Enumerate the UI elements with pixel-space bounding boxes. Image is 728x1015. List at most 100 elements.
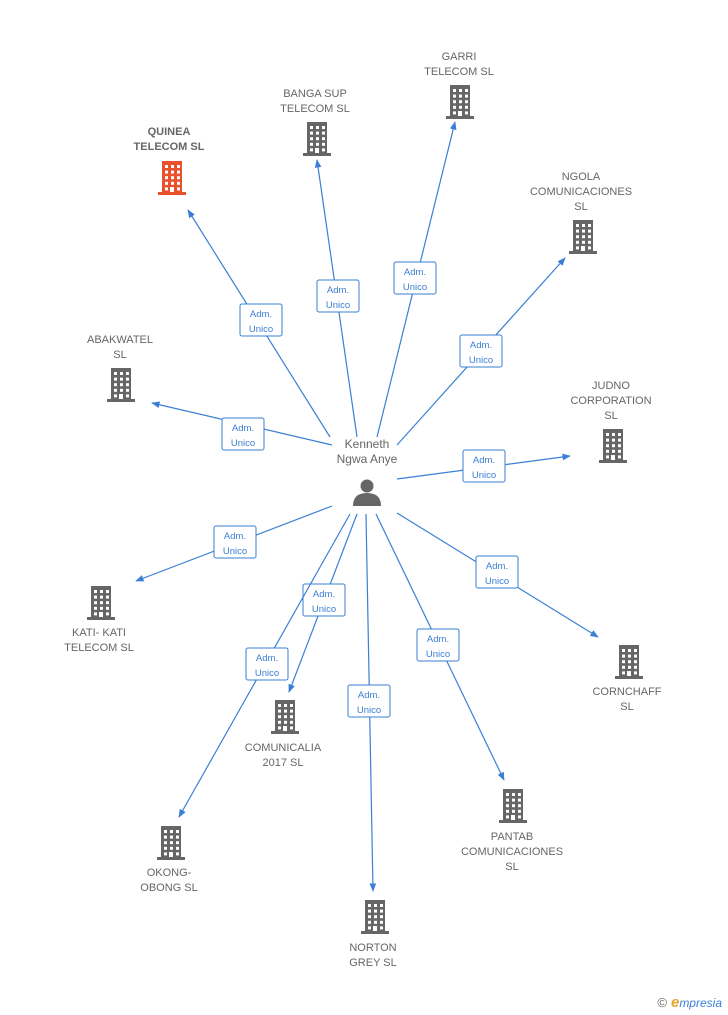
company-name-line: 2017 SL — [263, 757, 304, 769]
company-node-garri[interactable]: GARRI TELECOM SL — [424, 51, 494, 119]
edge-label-text: Unico — [312, 604, 336, 615]
edge-quinea: Adm. Unico — [187, 209, 331, 438]
edge-label-text: Unico — [357, 705, 381, 716]
edge-label-kati[interactable]: Adm.Unico — [213, 525, 257, 559]
building-icon — [446, 85, 474, 119]
edge-label-text: Unico — [255, 668, 279, 679]
footer-brand[interactable]: ©empresia — [657, 994, 722, 1011]
edge-label-okong[interactable]: Adm. Unico — [245, 647, 289, 681]
company-name: NGOLA COMUNICACIONES SL — [530, 171, 632, 213]
edge-okong: Adm. Unico — [178, 513, 351, 818]
edge-label-text: Adm. — [232, 423, 254, 434]
company-name-line: NORTON — [349, 942, 396, 954]
edge-label-text: Adm. — [313, 589, 335, 600]
company-name-line: OBONG SL — [140, 882, 197, 894]
edge-label-banga[interactable]: Adm.Unico — [316, 279, 360, 313]
company-name-line: NGOLA — [562, 171, 601, 183]
edge-label-box — [459, 334, 503, 368]
company-name-line: PANTAB — [491, 831, 533, 843]
building-icon — [107, 368, 135, 402]
edge-label-garri[interactable]: Adm.Unico — [393, 261, 437, 295]
edge-label-box — [239, 303, 283, 337]
company-name-line: GARRI — [442, 51, 477, 63]
building-icon — [499, 789, 527, 823]
person-name-line: Ngwa Anye — [337, 452, 398, 466]
edge-garri: Adm.Unico — [376, 121, 457, 438]
edge-label-comunicalia[interactable]: Adm. Unico — [302, 583, 346, 617]
edge-label-ngola[interactable]: Adm.Unico — [459, 334, 503, 368]
edge-label-quinea[interactable]: Adm.Unico — [239, 303, 283, 337]
edge-label-box — [416, 628, 460, 662]
copyright-symbol: © — [657, 995, 667, 1010]
company-name-line: TELECOM SL — [424, 66, 494, 78]
company-name-line: ABAKWATEL — [87, 334, 153, 346]
edge-label-cornchaff[interactable]: Adm.Unico — [475, 555, 519, 589]
company-name-line: SL — [620, 701, 633, 713]
company-name-line: CORNCHAFF — [592, 686, 661, 698]
company-node-quinea[interactable]: QUINEA TELECOM SL — [134, 126, 205, 195]
company-node-cornchaff[interactable]: CORNCHAFF SL — [592, 645, 662, 713]
person-name-line: Kenneth — [345, 437, 390, 451]
company-node-ngola[interactable]: NGOLA COMUNICACIONES SL — [530, 171, 632, 254]
company-name-line: SL — [574, 201, 587, 213]
edge-label-box — [245, 647, 289, 681]
person-icon — [353, 479, 381, 506]
edge-label-text: Adm. — [224, 531, 246, 542]
company-name-line: OKONG- — [147, 867, 192, 879]
edges-layer: Adm.UnicoAdm.UnicoAdm.UnicoAdm.UnicoAdm.… — [135, 121, 599, 892]
company-name-line: KATI- KATI — [72, 627, 126, 639]
building-icon — [569, 220, 597, 254]
edge-label-text: Unico — [249, 324, 273, 335]
company-name: GARRI TELECOM SL — [424, 51, 494, 78]
company-name-line: COMUNICACIONES — [530, 186, 632, 198]
edge-label-abakwatel[interactable]: Adm.Unico — [221, 417, 265, 451]
edge-banga: Adm.Unico — [314, 159, 360, 438]
edge-label-text: Adm. — [470, 340, 492, 351]
company-name-line: QUINEA — [148, 126, 191, 138]
edge-judno: Adm.Unico — [396, 449, 571, 483]
company-name: QUINEA TELECOM SL — [134, 126, 205, 153]
edge-label-text: Adm. — [256, 653, 278, 664]
building-icon — [361, 900, 389, 934]
edge-abakwatel: Adm.Unico — [151, 401, 333, 451]
edge-label-box — [302, 583, 346, 617]
edge-label-box — [393, 261, 437, 295]
company-name-line: TELECOM SL — [280, 103, 350, 115]
edge-label-text: Adm. — [473, 455, 495, 466]
edge-label-box — [347, 684, 391, 718]
company-name-line: COMUNICACIONES — [461, 846, 563, 858]
company-name-line: TELECOM SL — [134, 141, 205, 153]
edge-label-norton[interactable]: Adm. Unico — [347, 684, 391, 718]
brand-logo-initial: e — [670, 994, 680, 1011]
edge-label-text: Adm. — [358, 690, 380, 701]
edge-label-pantab[interactable]: Adm.Unico — [416, 628, 460, 662]
company-name-line: SL — [604, 410, 617, 422]
building-icon — [158, 161, 186, 195]
building-icon — [615, 645, 643, 679]
edge-label-box — [221, 417, 265, 451]
company-name-line: JUDNO — [592, 380, 630, 392]
edge-norton: Adm. Unico — [347, 513, 391, 892]
company-node-okong[interactable]: OKONG- OBONG SL — [140, 826, 198, 894]
edge-label-text: Unico — [403, 282, 427, 293]
edge-label-text: Unico — [426, 649, 450, 660]
edge-cornchaff: Adm.Unico — [396, 512, 599, 638]
brand-logo-rest: mpresia — [679, 996, 722, 1010]
building-icon — [303, 122, 331, 156]
edge-label-text: Adm. — [327, 285, 349, 296]
edge-label-judno[interactable]: Adm.Unico — [462, 449, 506, 483]
